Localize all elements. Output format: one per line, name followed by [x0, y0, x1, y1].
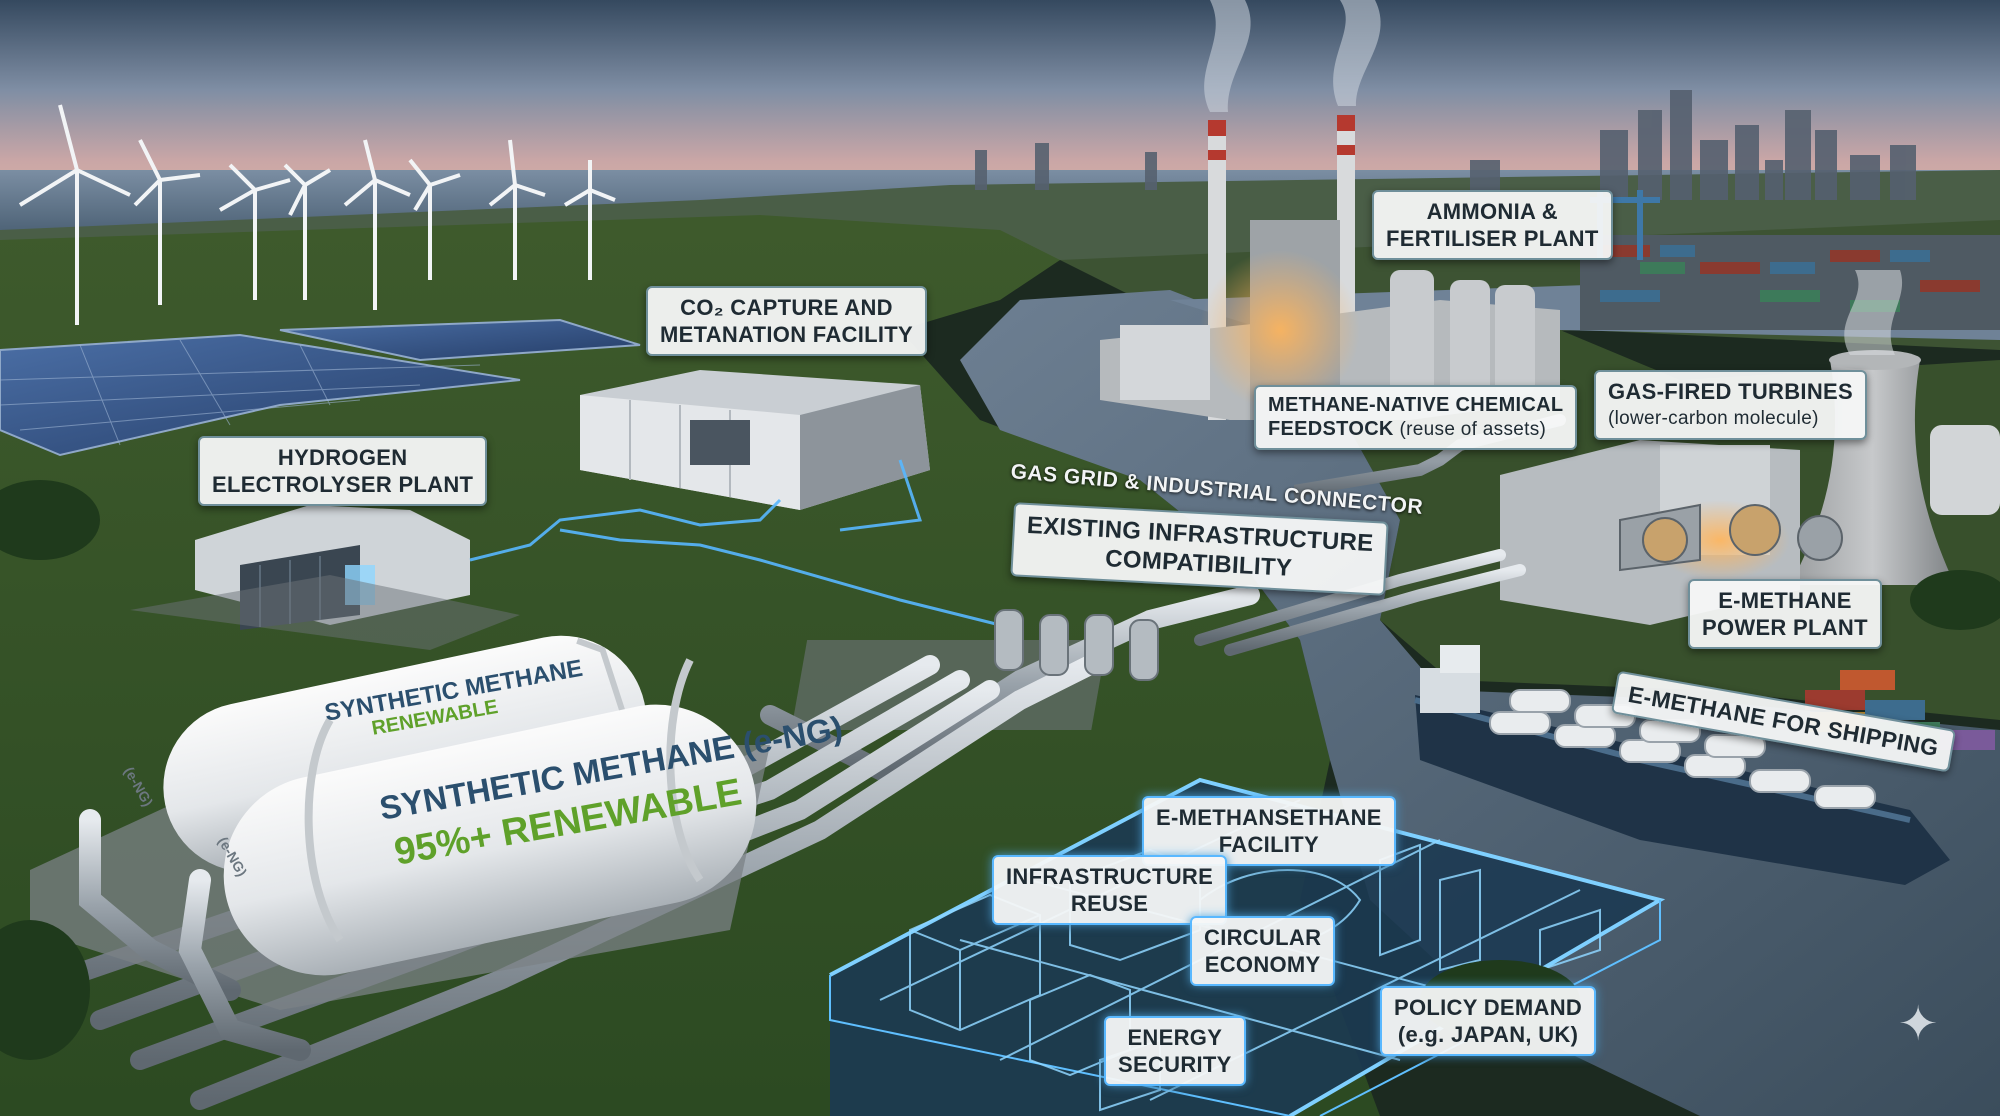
circular-line2: ECONOMY [1204, 952, 1321, 977]
infra-reuse-line1: INFRASTRUCTURE [1006, 864, 1214, 889]
methane-native-label: METHANE-NATIVE CHEMICAL FEEDSTOCK (reuse… [1254, 385, 1578, 450]
methane-native-note: (reuse of assets) [1399, 419, 1547, 440]
infrastructure-reuse-label: INFRASTRUCTURE REUSE [992, 855, 1228, 925]
co2-capture-label: CO₂ CAPTURE AND METANATION FACILITY [646, 286, 927, 356]
energy-security-line1: ENERGY [1127, 1025, 1223, 1050]
power-plant-line1: E-METHANE [1718, 588, 1852, 613]
hydrogen-label-line1: HYDROGEN [277, 445, 408, 470]
container-port [1580, 190, 2000, 330]
energy-security-line2: SECURITY [1118, 1052, 1232, 1077]
ammonia-label-line2: FERTILISER PLANT [1386, 226, 1599, 251]
gas-turbines-title: GAS-FIRED TURBINES [1608, 379, 1853, 404]
energy-flow-lines [469, 459, 1001, 627]
policy-demand-label: POLICY DEMAND (e.g. JAPAN, UK) [1380, 986, 1597, 1056]
circular-line1: CIRCULAR [1204, 925, 1322, 950]
methane-native-line2: FEEDSTOCK [1268, 418, 1394, 440]
sparkle-icon: ✦ [1898, 998, 1939, 1051]
electrolyser-building [130, 505, 520, 650]
gas-turbines-note: (lower-carbon molecule) [1608, 408, 1819, 429]
ammonia-label-line1: AMMONIA & [1426, 199, 1558, 224]
tank-outlet-pipes [79, 809, 311, 1061]
gas-turbine-plant [1500, 440, 1843, 625]
policy-line2: (e.g. JAPAN, UK) [1397, 1022, 1579, 1047]
hydrogen-label-line2: ELECTROLYSER PLANT [212, 472, 474, 497]
ammonia-plant-label: AMMONIA & FERTILISER PLANT [1372, 190, 1613, 260]
co2-capture-building [580, 370, 930, 510]
wind-turbines [18, 104, 616, 325]
energy-security-label: ENERGY SECURITY [1104, 1016, 1246, 1086]
emethansethane-line2: FACILITY [1218, 832, 1319, 857]
methane-native-line1: METHANE-NATIVE CHEMICAL [1268, 394, 1564, 416]
city-skyline [975, 90, 1916, 200]
front-storage-tank [223, 658, 757, 976]
policy-line1: POLICY DEMAND [1394, 995, 1583, 1020]
ammonia-plant [1100, 0, 1560, 420]
hydrogen-electrolyser-label: HYDROGEN ELECTROLYSER PLANT [198, 436, 488, 506]
lng-ship [1414, 645, 1950, 885]
infra-reuse-line2: REUSE [1070, 891, 1149, 916]
emethansethane-facility-label: E-METHANSETHANE FACILITY [1142, 796, 1396, 866]
power-plant-label: E-METHANE POWER PLANT [1688, 579, 1882, 649]
emethansethane-line1: E-METHANSETHANE [1156, 805, 1382, 830]
circular-economy-label: CIRCULAR ECONOMY [1190, 916, 1336, 986]
power-plant-line2: POWER PLANT [1702, 615, 1868, 640]
co2-label-line1: CO₂ CAPTURE AND [680, 295, 893, 320]
co2-label-line2: METANATION FACILITY [660, 322, 913, 347]
trees [0, 480, 2000, 1060]
gas-turbines-label: GAS-FIRED TURBINES (lower-carbon molecul… [1594, 370, 1867, 440]
solar-farm [0, 318, 641, 457]
